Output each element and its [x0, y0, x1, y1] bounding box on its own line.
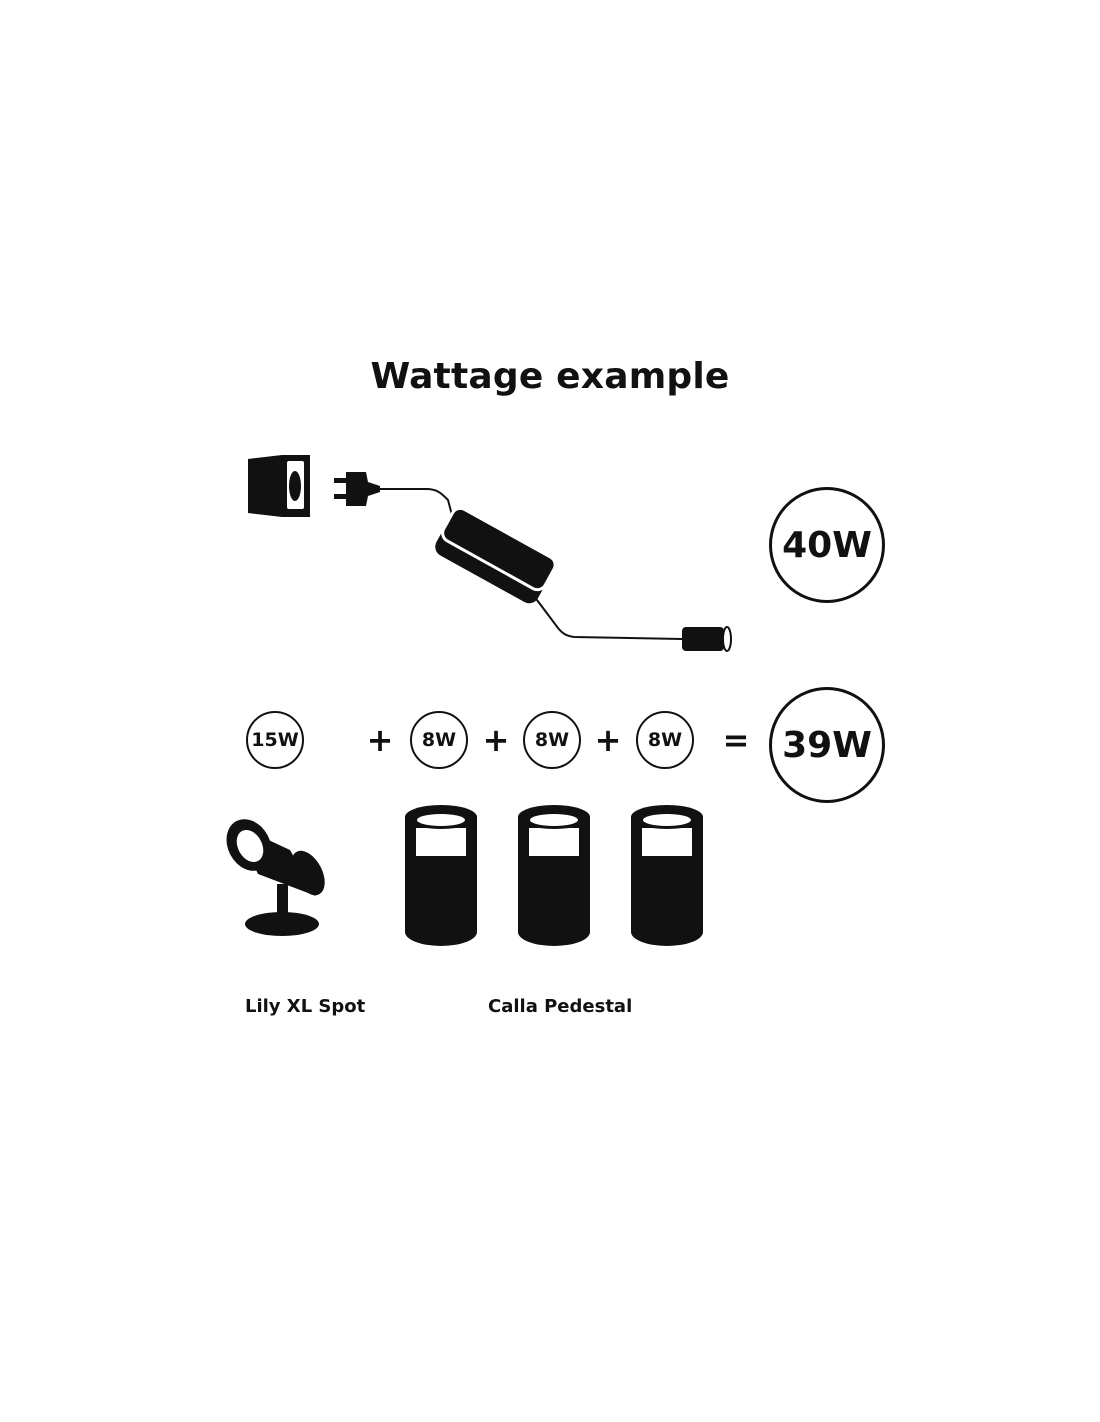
power-supply-icon [334, 472, 732, 652]
pedestal-light-icon [518, 805, 590, 946]
pedestal-light-icon [631, 805, 703, 946]
spotlight-icon [226, 819, 325, 936]
wattage-badge-pedestal-3: 8W [636, 711, 694, 769]
wattage-badge-pedestal-2: 8W [523, 711, 581, 769]
pedestal-light-icon [405, 805, 477, 946]
plus-sign: + [366, 721, 394, 759]
plus-sign: + [482, 721, 510, 759]
wall-socket-icon [248, 455, 310, 517]
power-supply-wattage-badge: 40W [769, 487, 885, 603]
page-title: Wattage example [370, 356, 730, 397]
plus-sign: + [594, 721, 622, 759]
wattage-badge-spot: 15W [246, 711, 304, 769]
product-label-lily-xl-spot: Lily XL Spot [245, 996, 366, 1017]
product-label-calla-pedestal: Calla Pedestal [488, 996, 633, 1017]
total-wattage-badge: 39W [769, 687, 885, 803]
wattage-badge-pedestal-1: 8W [410, 711, 468, 769]
equals-sign: = [722, 721, 750, 759]
